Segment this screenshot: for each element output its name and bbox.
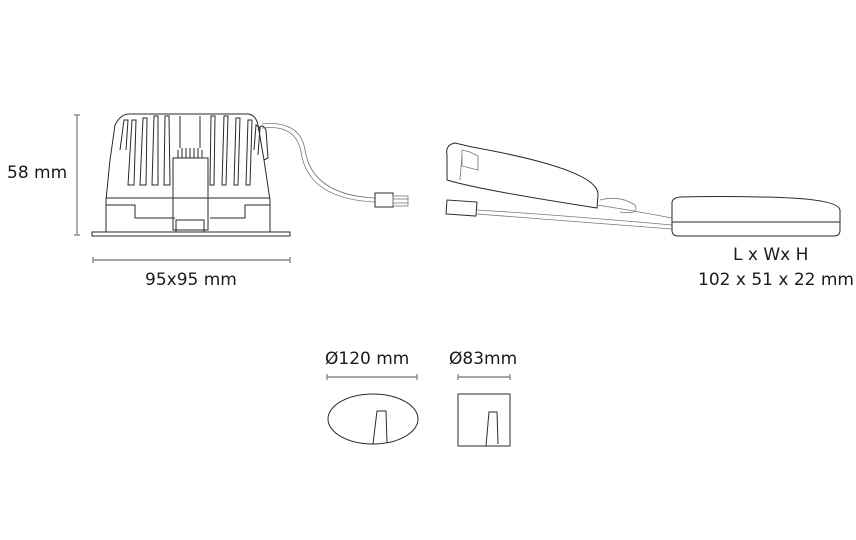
width-label: 95x95 mm	[145, 270, 237, 290]
height-dimension-line	[74, 114, 80, 236]
square-cutout-label: Ø83mm	[449, 349, 518, 369]
square-cutout-dimension-line	[457, 374, 511, 380]
height-label: 58 mm	[7, 163, 68, 183]
round-cutout-label: Ø120 mm	[325, 349, 410, 369]
width-dimension-line	[92, 257, 291, 263]
driver-dimensions-header: L x Wx H	[733, 245, 809, 265]
round-cutout-dimension-line	[326, 374, 418, 380]
luminaire-drawing	[91, 113, 409, 237]
driver-drawing	[445, 142, 841, 237]
round-cutout-shape	[327, 393, 419, 445]
driver-dimensions-value: 102 x 51 x 22 mm	[698, 270, 854, 290]
square-cutout-shape	[457, 393, 511, 447]
